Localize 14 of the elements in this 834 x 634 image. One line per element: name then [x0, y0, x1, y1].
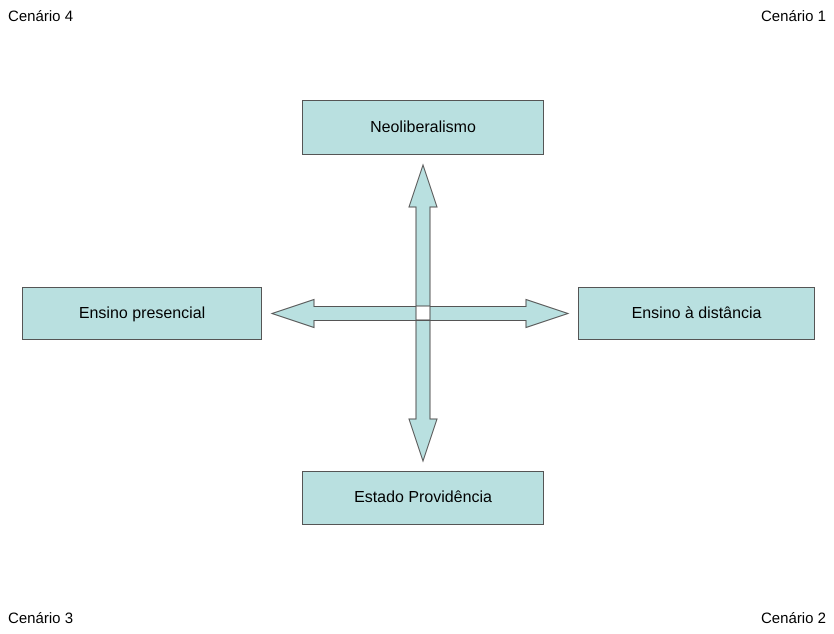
box-label: Estado Providência [354, 489, 492, 507]
box-label: Neoliberalismo [370, 118, 476, 136]
double-arrow [408, 163, 438, 463]
box-label: Ensino presencial [78, 304, 206, 322]
scenario-label: Cenário 4 [8, 8, 74, 25]
scenario-label: Cenário 2 [760, 610, 826, 627]
scenario-label: Cenário 1 [760, 8, 826, 25]
double-arrow [270, 298, 570, 328]
scenario-label: Cenário 3 [8, 610, 74, 627]
process-box [578, 287, 815, 340]
process-box [302, 100, 544, 155]
box-label: Ensino à distância [632, 304, 762, 322]
process-box [302, 471, 544, 525]
process-box [22, 287, 262, 340]
